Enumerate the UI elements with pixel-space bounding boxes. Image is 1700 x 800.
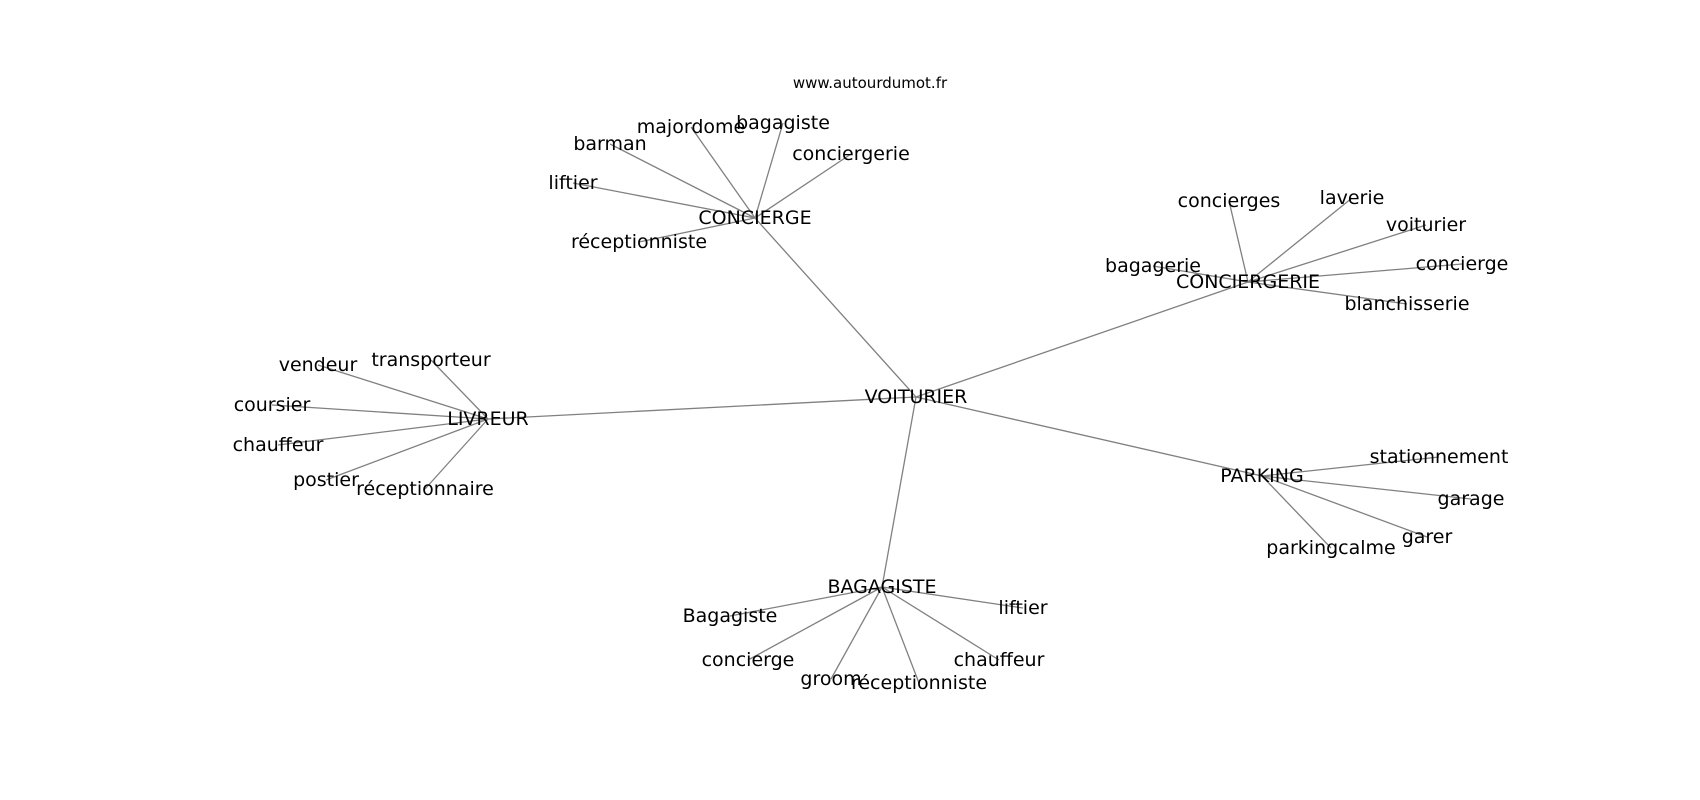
edge-concierge_hub-c_receptionniste — [638, 217, 756, 243]
edge-conciergerie_hub-cg_voiturier — [1247, 224, 1427, 283]
node-b-groom: groom — [800, 668, 861, 690]
node-l-chauffeur: chauffeur — [233, 434, 324, 456]
node-b-liftier: liftier — [998, 597, 1047, 619]
node-cg-concierge: concierge — [1416, 253, 1509, 275]
edge-bagagiste_hub-b_groom — [830, 586, 883, 680]
edge-concierge_hub-c_majordome — [690, 126, 756, 219]
node-concierge-hub: CONCIERGE — [698, 207, 811, 229]
edge-parking_hub-p_garage — [1261, 475, 1472, 500]
node-b-receptionniste: réceptionniste — [851, 672, 987, 694]
edge-conciergerie_hub-cg_concierge — [1247, 263, 1463, 283]
edge-bagagiste_hub-b_receptionniste — [881, 586, 920, 684]
edge-voiturier_hub-parking_hub — [915, 396, 1263, 477]
node-c-receptionniste: réceptionniste — [571, 231, 707, 253]
edge-parking_hub-p_garer — [1261, 475, 1428, 538]
node-c-barman: barman — [573, 133, 646, 155]
node-parking-hub: PARKING — [1220, 465, 1303, 487]
edge-concierge_hub-c_liftier — [572, 182, 756, 219]
node-p-stationnement: stationnement — [1370, 446, 1509, 468]
edge-conciergerie_hub-cg_laverie — [1247, 197, 1353, 283]
node-c-majordome: majordome — [637, 116, 745, 138]
source-caption: www.autourdumot.fr — [793, 74, 948, 92]
edge-concierge_hub-c_barman — [609, 143, 756, 219]
node-l-receptionnaire: réceptionnaire — [356, 478, 494, 500]
graph-nodes: VOITURIER CONCIERGE CONCIERGERIE LIVREUR PAR… — [233, 112, 1509, 694]
edge-concierge_hub-c_bagagiste — [754, 122, 784, 219]
edge-livreur_hub-l_transporteur — [430, 359, 489, 420]
edge-voiturier_hub-bagagiste_hub — [881, 396, 917, 588]
node-b-concierge: concierge — [702, 649, 795, 671]
edge-livreur_hub-l_receptionnaire — [424, 418, 489, 490]
node-cg-blanchisserie: blanchisserie — [1344, 293, 1469, 315]
node-l-transporteur: transporteur — [371, 349, 491, 371]
edge-bagagiste_hub-b_bagagiste — [729, 586, 883, 617]
edge-livreur_hub-l_postier — [325, 418, 489, 481]
edge-conciergerie_hub-cg_bagagerie — [1152, 265, 1249, 283]
edge-voiturier_hub-concierge_hub — [754, 217, 917, 398]
edge-voiturier_hub-livreur_hub — [487, 396, 917, 420]
edge-bagagiste_hub-b_chauffeur — [881, 586, 1000, 661]
edge-livreur_hub-l_chauffeur — [277, 418, 489, 446]
edge-livreur_hub-l_coursier — [271, 404, 489, 420]
edge-bagagiste_hub-b_liftier — [881, 586, 1024, 609]
edge-concierge_hub-c_conciergerie — [754, 153, 852, 219]
edge-parking_hub-p_parkingcalme — [1261, 475, 1332, 549]
node-cg-laverie: laverie — [1320, 187, 1385, 209]
node-livreur-hub: LIVREUR — [447, 408, 529, 430]
edge-livreur_hub-l_vendeur — [317, 364, 489, 420]
edge-parking_hub-p_stationnement — [1261, 456, 1440, 477]
node-l-coursier: coursier — [234, 394, 311, 416]
node-conciergerie-hub: CONCIERGERIE — [1176, 271, 1320, 293]
node-l-postier: postier — [293, 469, 359, 491]
node-cg-concierges: concierges — [1178, 190, 1281, 212]
graph-edges — [271, 122, 1472, 684]
node-c-conciergerie: conciergerie — [792, 143, 910, 165]
node-voiturier-hub: VOITURIER — [865, 386, 968, 408]
node-bagagiste-hub: BAGAGISTE — [827, 576, 936, 598]
node-c-bagagiste: bagagiste — [736, 112, 830, 134]
node-p-garer: garer — [1402, 526, 1453, 548]
edge-bagagiste_hub-b_concierge — [747, 586, 883, 661]
edge-conciergerie_hub-cg_blanchisserie — [1247, 281, 1408, 305]
node-p-parkingcalme: parkingcalme — [1266, 537, 1395, 559]
node-p-garage: garage — [1438, 488, 1505, 510]
edge-voiturier_hub-conciergerie_hub — [915, 281, 1249, 398]
node-b-chauffeur: chauffeur — [954, 649, 1045, 671]
node-c-liftier: liftier — [548, 172, 597, 194]
node-b-bagagiste: Bagagiste — [683, 605, 778, 627]
edge-conciergerie_hub-cg_concierges — [1228, 200, 1249, 283]
node-cg-bagagerie: bagagerie — [1105, 255, 1201, 277]
node-l-vendeur: vendeur — [279, 354, 358, 376]
node-cg-voiturier: voiturier — [1386, 214, 1466, 236]
